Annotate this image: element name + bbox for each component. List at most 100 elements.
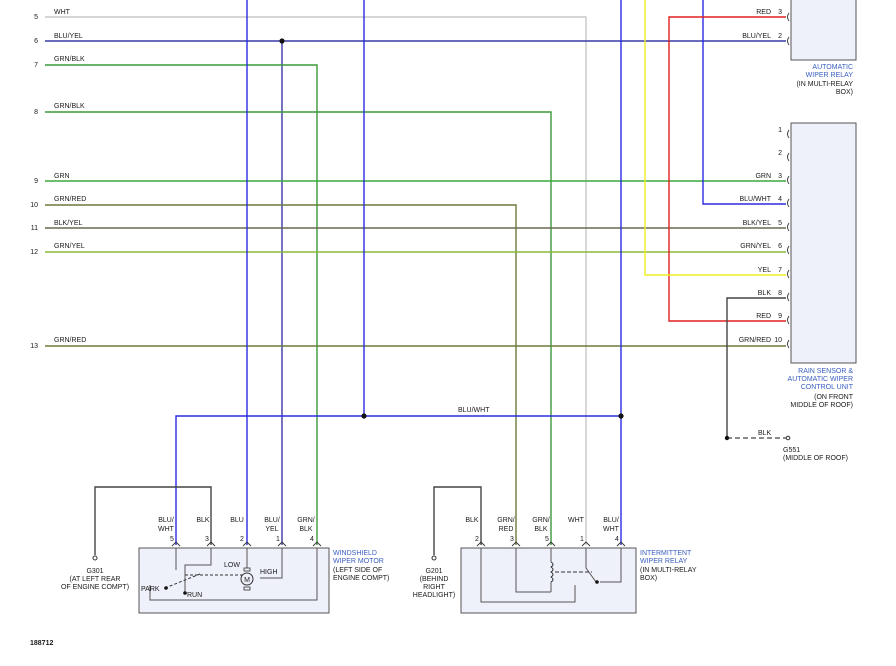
pin-wire-label: WHT (568, 517, 585, 524)
component-location: (LEFT SIDE OF (333, 567, 382, 574)
ground-name: G551 (783, 447, 800, 454)
pin-wire-label: YEL (265, 526, 278, 533)
ground-symbol (785, 435, 791, 441)
speed-label: HIGH (260, 569, 278, 576)
row-number: 12 (30, 249, 38, 256)
pin-wire-label: BLK (299, 526, 313, 533)
splice-dot (361, 413, 367, 419)
wire-label: GRN/BLK (54, 103, 85, 110)
pin-number: 3 (778, 9, 782, 16)
row-number: 13 (30, 343, 38, 350)
splice-dot (724, 435, 730, 441)
row-number: 9 (34, 178, 38, 185)
switch-contact (183, 591, 187, 595)
switch-label: RUN (187, 592, 202, 599)
motor-box (138, 547, 330, 614)
splice-dot (279, 38, 285, 44)
connector-mark (787, 12, 790, 46)
pin-wire-label: BLU (230, 517, 244, 524)
row-number: 6 (34, 38, 38, 45)
ground-symbol (92, 555, 98, 561)
component-location: BOX) (836, 89, 853, 96)
pin-wire-label: BLU/ (603, 517, 619, 524)
ground-location: (BEHIND (420, 576, 449, 583)
pin-wire-label: GRN (755, 173, 771, 180)
row-number: 11 (31, 225, 38, 232)
relay-box (460, 547, 637, 614)
connector-mark (171, 541, 322, 547)
wire-label: GRN (54, 173, 70, 180)
switch-contact (595, 580, 599, 584)
ground-location: (MIDDLE OF ROOF) (783, 455, 848, 462)
row-number: 8 (34, 109, 38, 116)
wire-blk-g301 (94, 486, 212, 555)
ground-name: G201 (425, 568, 442, 575)
pin-number: 10 (774, 337, 782, 344)
speed-label: LOW (224, 562, 240, 569)
ground-symbol (431, 555, 437, 561)
pin-wire-label: BLK (534, 526, 548, 533)
pin-wire-label: RED (499, 526, 514, 533)
pin-wire-label: GRN/ (497, 517, 515, 524)
pin-wire-label: BLK (465, 517, 479, 524)
ground-location: (AT LEFT REAR (70, 576, 121, 583)
wire-bluwht-bus (175, 415, 621, 545)
automatic-wiper-relay: RED 3 BLU/YEL 2 AUTOMATIC WIPER RELAY (I… (742, 0, 857, 96)
wire-label: GRN/RED (54, 196, 86, 203)
ground-location: RIGHT (423, 584, 446, 591)
wire-label: WHT (54, 9, 71, 16)
row-number: 10 (30, 202, 38, 209)
component-location: (IN MULTI-RELAY (640, 567, 697, 574)
pin-wire-label: BLK/YEL (743, 220, 772, 227)
wire-label: GRN/YEL (54, 243, 85, 250)
row-number: 7 (34, 62, 38, 69)
wire-blk-g201 (433, 486, 482, 555)
pin-wire-label: BLU/ (264, 517, 280, 524)
pin-wire-label: BLU/YEL (742, 33, 771, 40)
component-location: BOX) (640, 575, 657, 582)
component-location: MIDDLE OF ROOF) (790, 402, 853, 409)
pin-wire-label: BLU/ (158, 517, 174, 524)
pin-wire-label: GRN/YEL (740, 243, 771, 250)
pin-number: 3 (510, 536, 514, 543)
wire-grnred-row10 (45, 204, 517, 545)
pin-number: 8 (778, 290, 782, 297)
ground-g551: BLK G551 (MIDDLE OF ROOF) (758, 430, 848, 462)
pin-wire-label: BLU/WHT (740, 196, 772, 203)
wire-label: GRN/BLK (54, 56, 85, 63)
pin-wire-label: GRN/RED (739, 337, 771, 344)
pin-number: 3 (205, 536, 209, 543)
ground-g301: G301 (AT LEFT REAR OF ENGINE COMPT) (61, 555, 129, 591)
connector-mark (476, 541, 626, 547)
rain-sensor-control-unit: 1 2 GRN 3 BLU/WHT 4 BLK/YEL 5 GRN/YEL 6 … (739, 122, 857, 409)
relay-internal-wiring (480, 548, 622, 603)
pin-number: 1 (580, 536, 584, 543)
pin-number: 1 (276, 536, 280, 543)
component-location: ENGINE COMPT) (333, 575, 389, 582)
component-location: (ON FRONT (814, 394, 854, 401)
wire-label: GRN/RED (54, 337, 86, 344)
wire-label: BLU/YEL (54, 33, 83, 40)
pin-number: 2 (240, 536, 244, 543)
component-location: (IN MULTI-RELAY (796, 81, 853, 88)
pin-wire-label: GRN/ (297, 517, 315, 524)
pin-number: 4 (615, 536, 619, 543)
pin-number: 5 (170, 536, 174, 543)
ground-location: OF ENGINE COMPT) (61, 584, 129, 591)
switch-contact (164, 586, 168, 590)
pin-number: 6 (778, 243, 782, 250)
figure-id: 188712 (30, 640, 53, 647)
wire-wht-row5 (45, 16, 587, 545)
pin-wire-label: WHT (603, 526, 620, 533)
pin-wire-label: YEL (758, 267, 771, 274)
sensor-box (790, 122, 857, 364)
component-name: WIPER RELAY (806, 72, 854, 79)
component-name: INTERMITTENT (640, 550, 692, 557)
wire-label: BLK/YEL (54, 220, 83, 227)
component-name: WIPER RELAY (640, 558, 688, 565)
pin-wire-label: BLK (758, 290, 772, 297)
component-name: RAIN SENSOR & (798, 368, 853, 375)
pin-number: 3 (778, 173, 782, 180)
